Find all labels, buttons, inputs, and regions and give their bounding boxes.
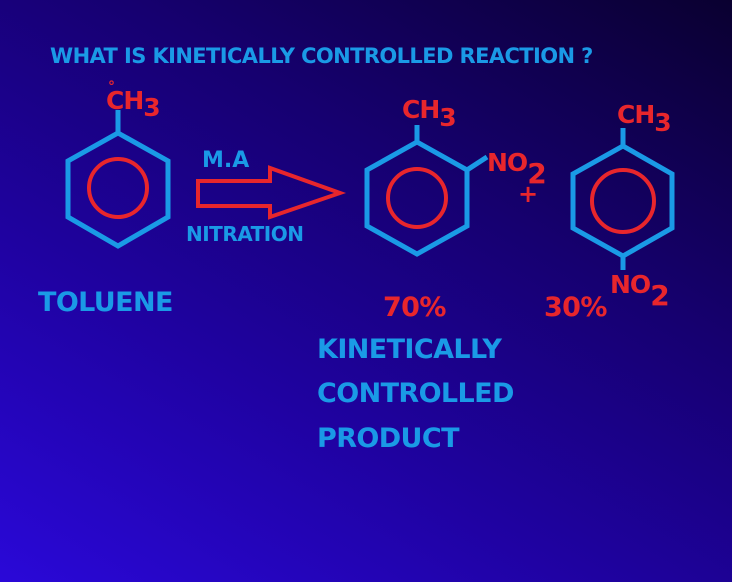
radical-dot: ° [108, 79, 115, 95]
ortho-nitro-label: NO2 [487, 148, 547, 190]
reactant-name: TOLUENE [38, 287, 173, 318]
toluene-methyl-label: ° CH3 [106, 79, 161, 122]
ortho-yield: 70% [383, 292, 446, 323]
para-nitro-label: NO2 [610, 270, 670, 312]
ortho-methyl-label: CH3 [402, 95, 457, 132]
plus-sign: + [518, 180, 539, 208]
reaction-arrow-icon [196, 165, 347, 220]
para-methyl-label: CH3 [617, 100, 672, 137]
toluene-structure [65, 110, 171, 249]
para-product-structure [570, 128, 675, 270]
arrow-bottom-label: NITRATION [186, 222, 304, 246]
arrow-top-label: M.A [202, 148, 250, 173]
conclusion-line-3: PRODUCT [317, 423, 460, 454]
para-yield: 30% [544, 292, 607, 323]
conclusion-line-2: CONTROLLED [317, 378, 514, 409]
conclusion-line-1: KINETICALLY [317, 334, 502, 365]
ortho-product-structure [364, 125, 489, 257]
page-title: WHAT IS KINETICALLY CONTROLLED REACTION … [50, 44, 593, 68]
